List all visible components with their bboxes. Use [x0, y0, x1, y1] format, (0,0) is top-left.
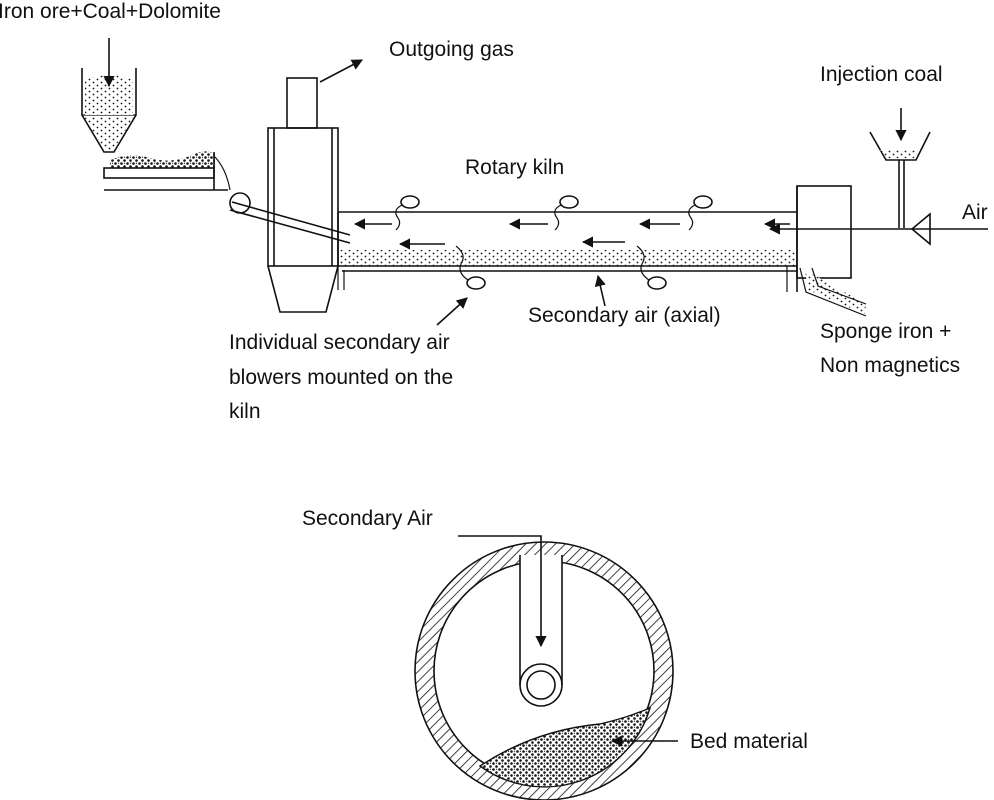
air-label: Air: [962, 201, 988, 224]
gas-column: [267, 77, 345, 313]
bed-material-fill: [478, 706, 652, 788]
outgoing-gas-label: Outgoing gas: [389, 38, 514, 61]
injection-coal-label: Injection coal: [820, 63, 943, 86]
blowers-label-line1: Individual secondary air: [229, 331, 450, 354]
axial-air-callout-arrow: [594, 274, 606, 307]
injection-coal-hopper: [869, 108, 931, 228]
product-label-line1: Sponge iron +: [820, 320, 951, 343]
kiln-cross-section: [414, 535, 674, 800]
blowers-label-line2: blowers mounted on the: [229, 366, 453, 389]
discharge-hood: [786, 185, 867, 317]
bed-material-label: Bed material: [690, 730, 808, 753]
rotary-kiln-label: Rotary kiln: [465, 156, 564, 179]
outgoing-gas-arrow: [319, 59, 363, 83]
blowers-callout-arrow: [436, 297, 468, 326]
kiln-body: [337, 211, 797, 272]
product-label-line2: Non magnetics: [820, 354, 960, 377]
air-inlet: [768, 212, 988, 246]
feed-hopper: [81, 68, 137, 153]
bottom-blowers: [455, 245, 667, 290]
feed-chute: [229, 201, 351, 244]
top-blowers: [395, 195, 713, 231]
feed-label: Iron ore+Coal+Dolomite: [0, 0, 221, 23]
gas-flow-arrows: [353, 218, 790, 250]
secondary-air-axial-label: Secondary air (axial): [528, 304, 721, 327]
blowers-label-line3: kiln: [229, 400, 261, 423]
feed-conveyor: [103, 151, 251, 214]
secondary-air-label: Secondary Air: [302, 507, 433, 530]
